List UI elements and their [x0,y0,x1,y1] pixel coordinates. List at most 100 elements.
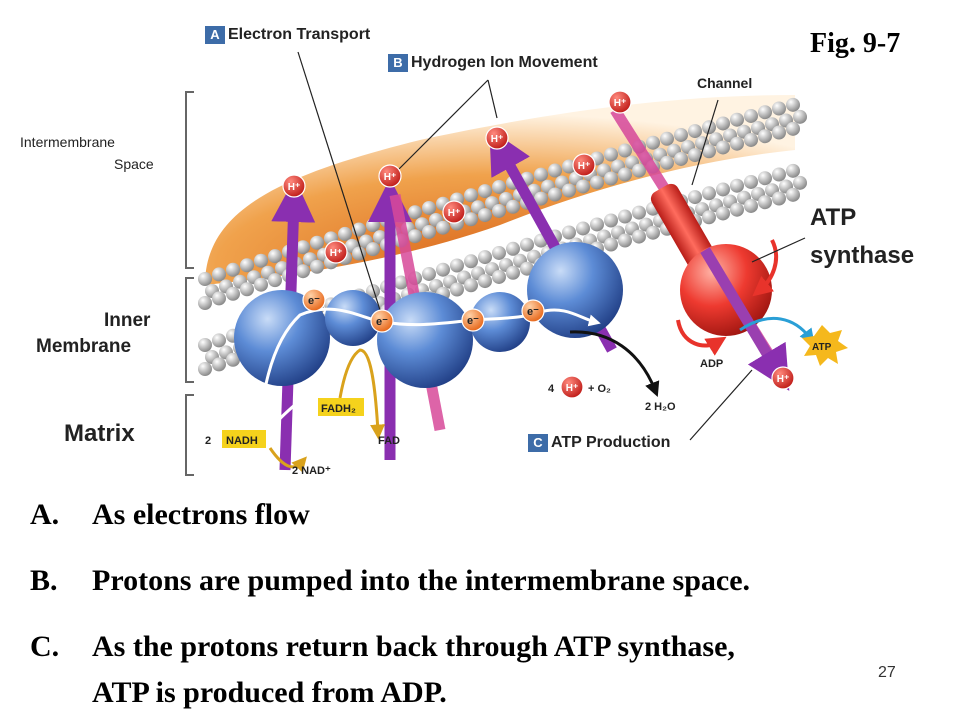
complex-3 [377,292,473,388]
lipid-bead [793,109,807,124]
lipid-bead [464,188,478,203]
lipid-bead [478,274,492,289]
lipid-bead [548,187,562,202]
lipid-bead [716,182,730,197]
lipid-bead [744,174,758,189]
lipid-bead [786,163,800,178]
lipid-bead [632,229,646,244]
proton-ion: H⁺ [442,200,466,224]
proton-ion: H⁺ [324,240,348,264]
bullet-c-cont: ATP is produced from ADP. [30,676,447,710]
lipid-bead [786,187,800,202]
electron-label: e⁻ [467,315,479,327]
lipid-bead [198,338,212,352]
lipid-bead [688,148,702,163]
lipid-bead [618,167,632,182]
figure-label: Fig. 9-7 [810,28,901,59]
label-channel: Channel [697,75,753,91]
lipid-bead [534,167,548,182]
bullet-b-text: Protons are pumped into the intermembran… [92,564,751,597]
lipid-bead [478,250,492,265]
label-inner-1: Inner [104,310,151,331]
label-intermembrane-1: Intermembrane [20,134,115,150]
lipid-bead [604,147,618,162]
lipid-bead [212,333,226,348]
lipid-bead [772,167,786,182]
lipid-bead [632,163,646,178]
lipid-bead [492,203,506,218]
bullet-c-text: As the protons return back through ATP s… [92,630,735,663]
lipid-bead [268,273,282,288]
label-atp-synthase-1: ATP [810,204,857,231]
label-matrix: Matrix [64,420,135,447]
lipid-bead [660,131,674,146]
lipid-bead [604,171,618,186]
lipid-bead [212,291,226,306]
lipid-bead [268,249,282,264]
lipid-bead [772,101,786,116]
lipid-bead [618,233,632,248]
lipid-bead [786,121,800,136]
lipid-bead [702,120,716,135]
tag-b: B [388,54,408,72]
bullet-c: C.As the protons return back through ATP… [30,630,735,664]
lipid-bead [744,132,758,147]
proton-ion: H⁺ [771,366,795,390]
lipid-bead [422,200,436,215]
fadh2-box [318,398,364,416]
lipid-bead [408,229,422,244]
lipid-bead [464,254,478,269]
lipid-bead [646,135,660,150]
atp-burst [802,325,848,366]
proton-label: H⁺ [330,248,343,259]
lipid-bead [562,183,576,198]
lipid-bead [366,284,380,299]
lipid-bead [506,241,520,256]
atp-production-text: ATP Production [551,434,671,452]
bullet-a-text: As electrons flow [92,498,310,531]
lipid-bead [604,213,618,228]
bullet-a-letter: A. [30,498,60,531]
lipid-bead [534,191,548,206]
lipid-bead [450,282,464,297]
lipid-bead [702,210,716,225]
lipid-bead [436,262,450,277]
lipid-bead [366,218,380,233]
lipid-bead [394,275,408,290]
lipid-bead [758,129,772,144]
lipid-bead [646,225,660,240]
lipid-bead [688,124,702,139]
lipid-bead [730,178,744,193]
proton-label: H⁺ [448,208,461,219]
proton-label: H⁺ [614,98,627,109]
lipid-bead [730,202,744,217]
atp-synthase [610,107,848,391]
page-number: 27 [878,664,896,681]
electron: e⁻ [302,288,326,312]
lipid-bead [604,237,618,252]
lipid-bead [212,357,226,372]
proton-ion: H⁺ [560,375,584,399]
lipid-bead [520,237,534,252]
lipid-bead [492,179,506,194]
lipid-bead [366,242,380,257]
proton-label: H⁺ [491,134,504,145]
fad-label: FAD [378,435,400,447]
nadh-label: NADH [226,435,258,447]
proton-label: H⁺ [777,374,790,385]
label-atp-synthase-2: synthase [810,242,915,269]
proton-label: H⁺ [384,172,397,183]
lipid-bead [758,195,772,210]
lipid-bead [590,217,604,232]
lipid-bead [772,191,786,206]
proton-label: H⁺ [578,161,591,172]
atp-small-label: ATP [812,342,832,353]
complex-5 [527,242,623,338]
bullet-c-cont-text: ATP is produced from ADP. [92,676,447,709]
lipid-bead [254,277,268,292]
bullet-a: A. As electrons flow [30,498,310,532]
proton-ion: H⁺ [485,126,509,150]
